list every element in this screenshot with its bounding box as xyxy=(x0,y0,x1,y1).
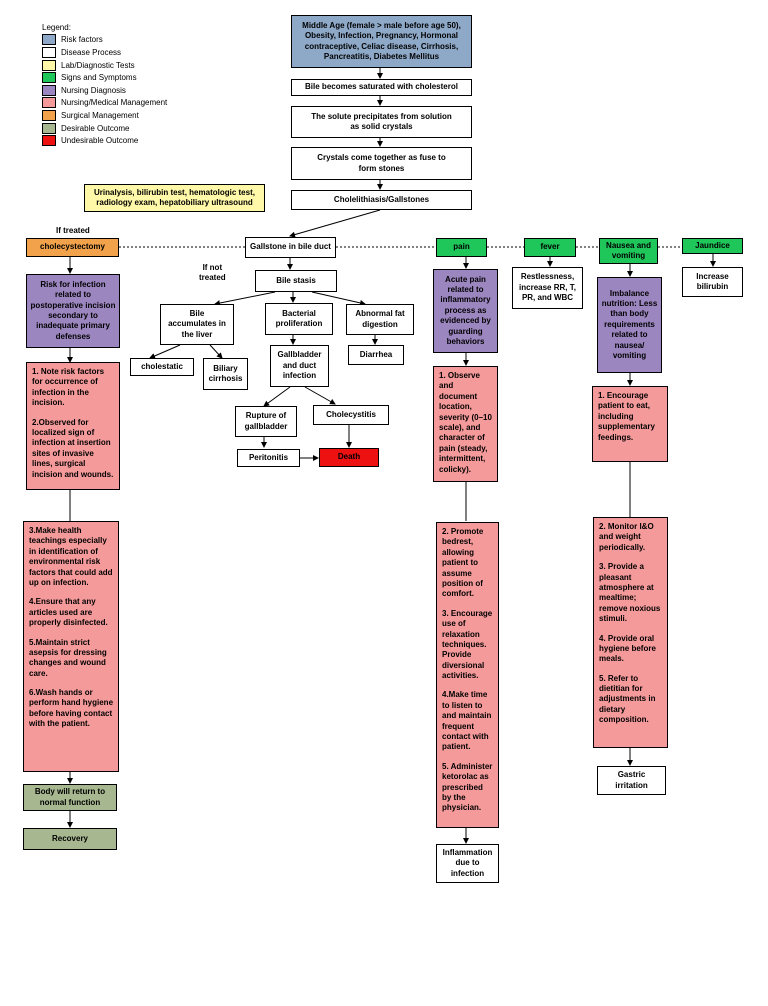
cholelithiasis-box: Cholelithiasis/Gallstones xyxy=(291,190,472,210)
surgery-intervention-1: 1. Note risk factors for occurrence of i… xyxy=(32,367,105,408)
nausea-intervention-2: 2. Monitor I&O and weight periodically. xyxy=(599,522,654,552)
surgery-nursing-dx: Risk for infection related to postoperat… xyxy=(26,274,120,348)
pain-intervention-3: 3. Encourage use of relaxation technique… xyxy=(442,608,493,681)
legend-label: Undesirable Outcome xyxy=(61,136,139,146)
risk-factors-box: Middle Age (female > male before age 50)… xyxy=(291,15,472,68)
legend-item: Undesirable Outcome xyxy=(42,134,167,147)
nausea-intervention-1: 1. Encourage patient to eat, including s… xyxy=(598,391,655,442)
gallbladder-infection-box: Gallbladder and duct infection xyxy=(270,345,329,387)
legend-label: Nursing/Medical Management xyxy=(61,98,168,108)
surgery-intervention-6: 6.Wash hands or perform hand hygiene bef… xyxy=(29,688,114,729)
legend-swatch xyxy=(42,109,56,121)
jaundice-detail-box: Increase bilirubin xyxy=(682,267,743,297)
nausea-intervention-5: 5. Refer to dietitian for adjustments in… xyxy=(599,673,656,725)
legend-label: Disease Process xyxy=(61,47,122,57)
lab-tests-box: Urinalysis, bilirubin test, hematologic … xyxy=(84,184,265,212)
nausea-interventions-b: 2. Monitor I&O and weight periodically. … xyxy=(593,517,668,748)
legend-item: Risk factors xyxy=(42,34,167,47)
pain-intervention-5: 5. Administer ketorolac as prescribed by… xyxy=(442,761,493,813)
legend-swatch xyxy=(42,72,56,84)
legend-item: Disease Process xyxy=(42,46,167,59)
pain-nursing-dx: Acute pain related to inflammatory proce… xyxy=(433,269,498,353)
surgery-intervention-2: 2.Observed for localized sign of infecti… xyxy=(32,417,114,479)
surgery-intervention-4: 4.Ensure that any articles used are prop… xyxy=(29,597,108,628)
rupture-box: Rupture of gallbladder xyxy=(235,406,297,437)
legend-title: Legend: xyxy=(42,22,71,32)
legend-swatch xyxy=(42,135,56,147)
nausea-nursing-dx: Imbalance nutrition: Less than body requ… xyxy=(597,277,662,373)
pain-intervention-2: 2. Promote bedrest, allowing patient to … xyxy=(442,527,484,599)
bile-stasis-box: Bile stasis xyxy=(255,270,337,292)
bacterial-proliferation-box: Bacterial proliferation xyxy=(265,303,333,335)
legend-swatch xyxy=(42,122,56,134)
peritonitis-box: Peritonitis xyxy=(237,449,300,467)
surgery-intervention-3: 3.Make health teachings especially in id… xyxy=(29,526,113,587)
pain-interventions-b: 2. Promote bedrest, allowing patient to … xyxy=(436,522,499,828)
nausea-intervention-4: 4. Provide oral hygiene before meals. xyxy=(599,633,656,664)
bile-saturated-box: Bile becomes saturated with cholesterol xyxy=(291,79,472,96)
pain-intervention-1: 1. Observe and document location, severi… xyxy=(439,371,492,474)
legend-label: Desirable Outcome xyxy=(61,123,130,133)
legend-label: Lab/Diagnostic Tests xyxy=(61,60,135,70)
gastric-irritation-outcome: Gastric irritation xyxy=(597,766,666,795)
bile-accumulates-box: Bile accumulates in the liver xyxy=(160,304,234,345)
legend-item: Nursing Diagnosis xyxy=(42,84,167,97)
death-box: Death xyxy=(319,448,379,467)
legend-swatch xyxy=(42,84,56,96)
legend-item: Signs and Symptoms xyxy=(42,71,167,84)
crystals-fuse-box: Crystals come together as fuse to form s… xyxy=(291,147,472,180)
pain-sign-box: pain xyxy=(436,238,487,257)
nausea-sign-box: Nausea and vomiting xyxy=(599,238,658,264)
pain-interventions-a: 1. Observe and document location, severi… xyxy=(433,366,498,482)
legend-swatch xyxy=(42,34,56,46)
legend-swatch xyxy=(42,59,56,71)
legend-swatch xyxy=(42,97,56,109)
fever-detail-box: Restlessness, increase RR, T, PR, and WB… xyxy=(512,267,583,309)
legend-item: Surgical Management xyxy=(42,109,167,122)
legend-label: Risk factors xyxy=(61,35,103,45)
solute-precipitates-box: The solute precipitates from solution as… xyxy=(291,106,472,138)
abnormal-fat-box: Abnormal fat digestion xyxy=(346,304,414,335)
surgery-interventions-b: 3.Make health teachings especially in id… xyxy=(23,521,119,772)
fever-sign-box: fever xyxy=(524,238,576,257)
cholecystectomy-box: cholecystectomy xyxy=(26,238,119,257)
inflammation-outcome: Inflammation due to infection xyxy=(436,844,499,883)
gallstone-duct-box: Gallstone in bile duct xyxy=(245,237,336,258)
diarrhea-box: Diarrhea xyxy=(348,345,404,365)
legend-item: Desirable Outcome xyxy=(42,122,167,135)
legend-item: Nursing/Medical Management xyxy=(42,97,167,110)
if-not-treated-label: If not treated xyxy=(199,263,226,283)
pain-intervention-4: 4.Make time to listen to and maintain fr… xyxy=(442,690,492,752)
jaundice-sign-box: Jaundice xyxy=(682,238,743,254)
if-treated-label: If treated xyxy=(56,226,90,235)
surgery-intervention-5: 5.Maintain strict asepsis for dressing c… xyxy=(29,637,107,678)
legend-label: Nursing Diagnosis xyxy=(61,85,126,95)
cholecystitis-box: Cholecystitis xyxy=(313,405,389,425)
surgery-interventions-a: 1. Note risk factors for occurrence of i… xyxy=(26,362,120,490)
nausea-intervention-3: 3. Provide a pleasant atmosphere at meal… xyxy=(599,562,661,624)
legend-label: Signs and Symptoms xyxy=(61,73,137,83)
cholestatic-box: cholestatic xyxy=(130,358,194,376)
biliary-cirrhosis-box: Biliary cirrhosis xyxy=(203,358,248,390)
legend-label: Surgical Management xyxy=(61,110,139,120)
legend-swatch xyxy=(42,46,56,58)
nausea-interventions-a: 1. Encourage patient to eat, including s… xyxy=(592,386,668,462)
normal-function-outcome: Body will return to normal function xyxy=(23,784,117,811)
recovery-outcome: Recovery xyxy=(23,828,117,850)
legend-item: Lab/Diagnostic Tests xyxy=(42,59,167,72)
